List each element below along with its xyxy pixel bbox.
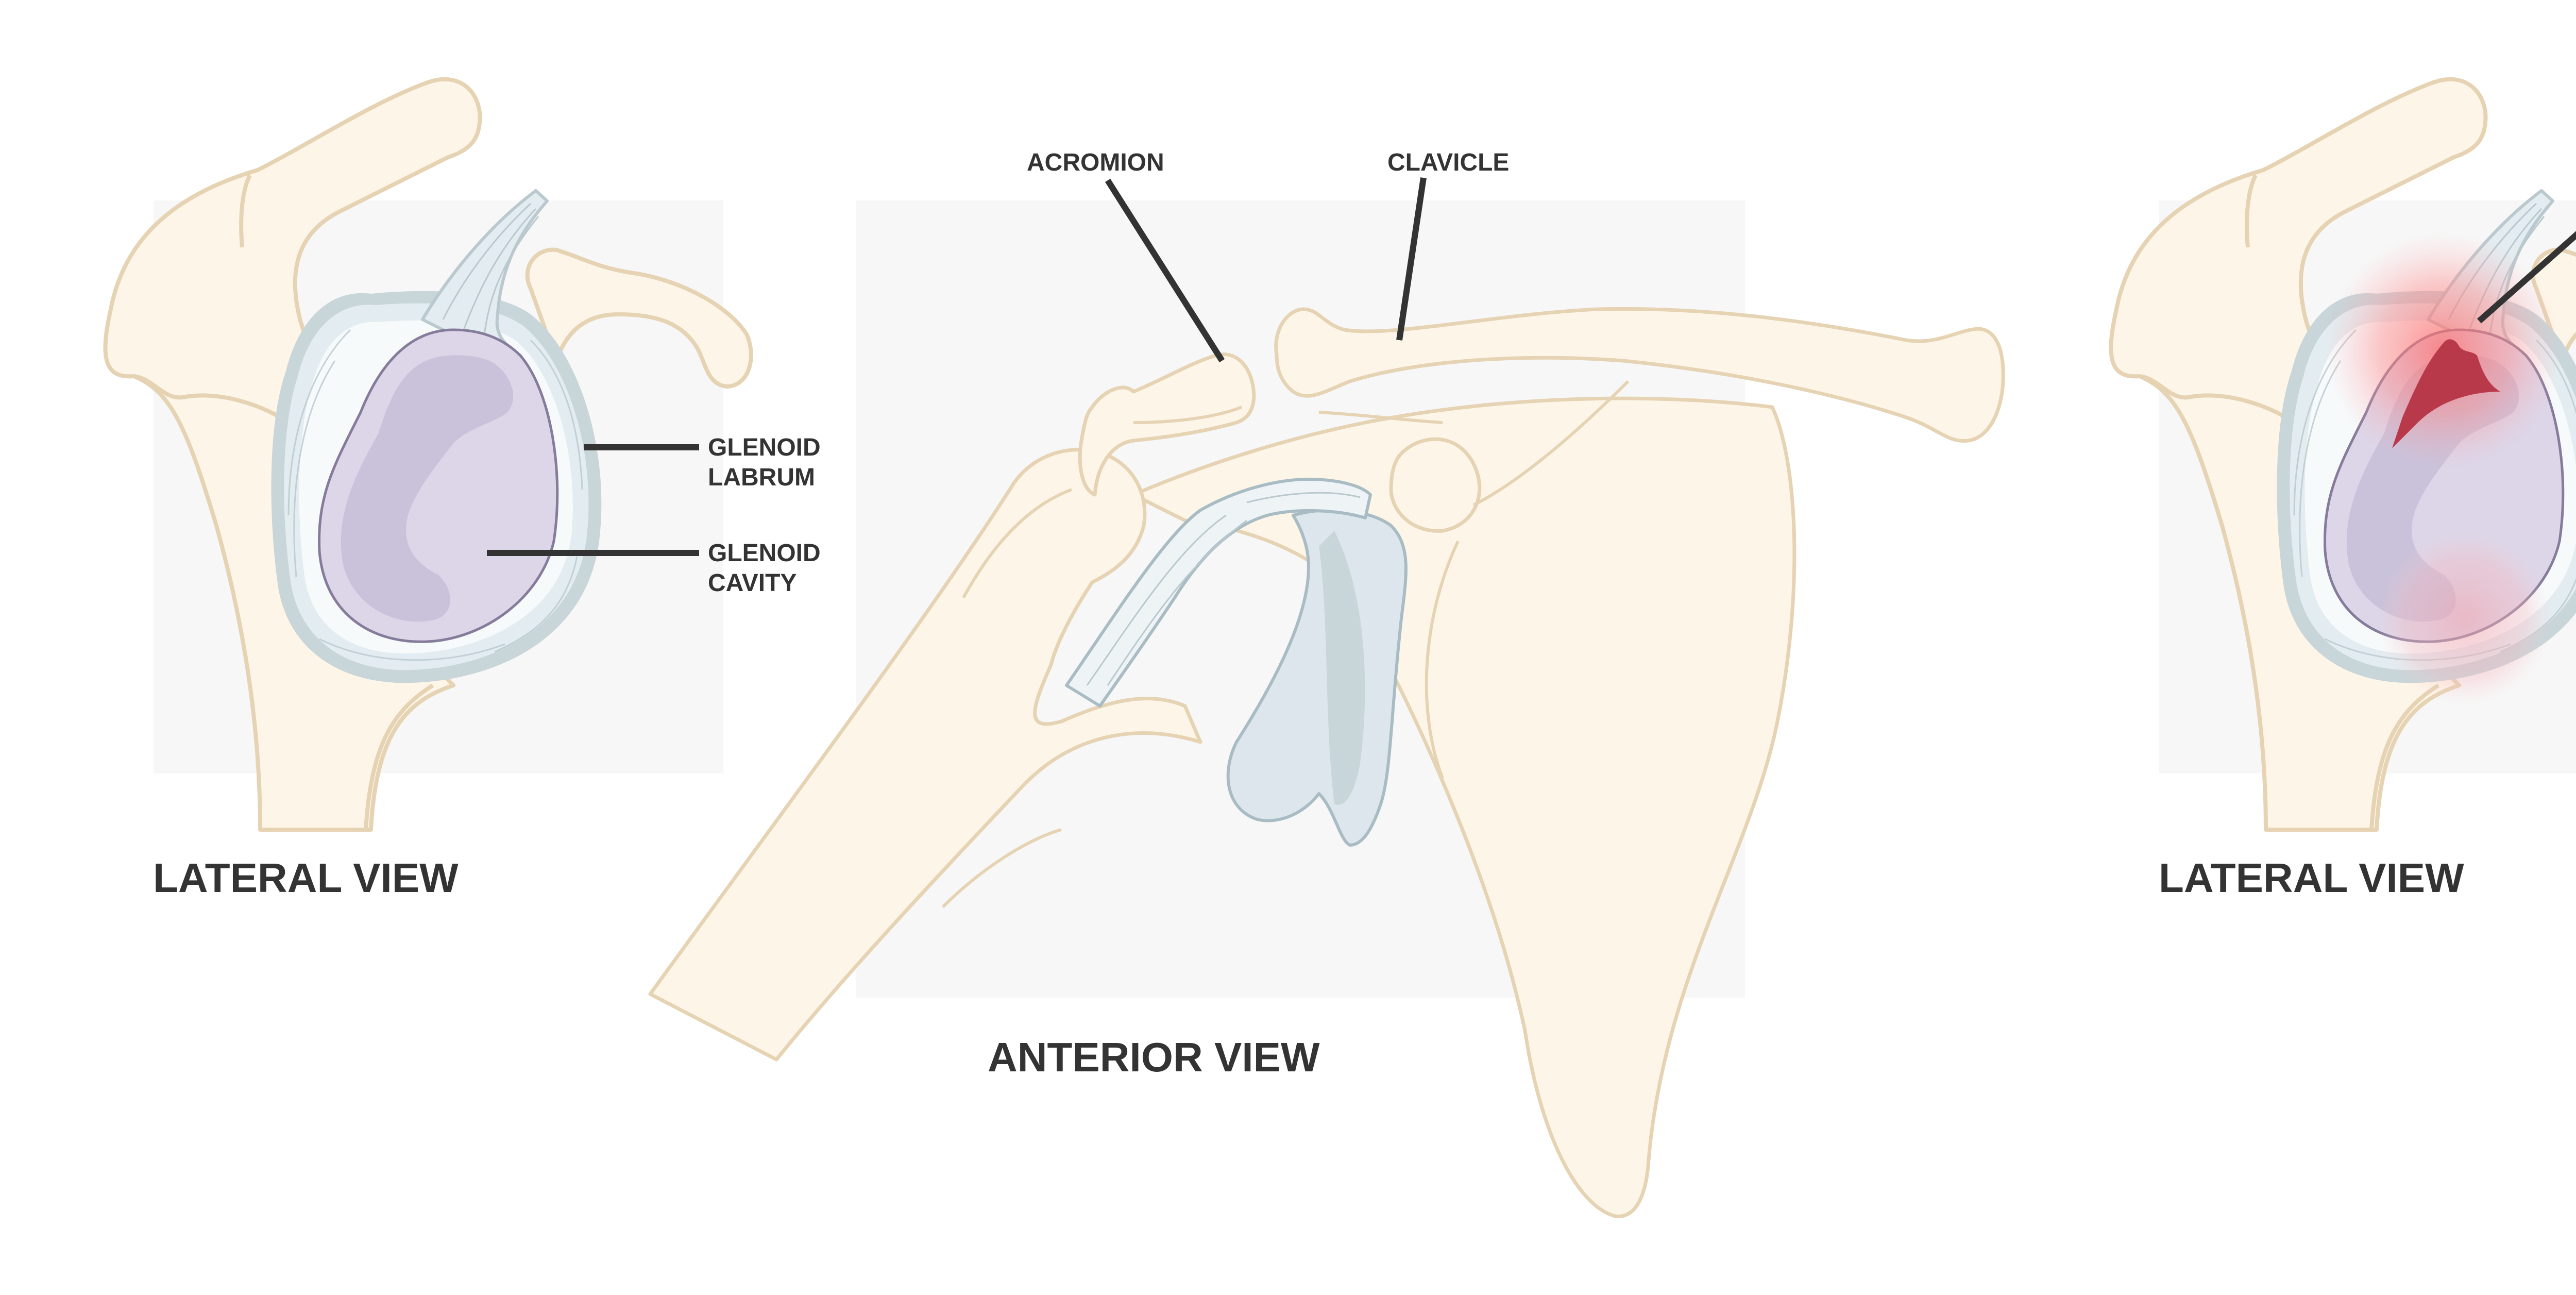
label-glenoid-labrum: GLENOID LABRUM (708, 433, 821, 493)
slap-lesion (2392, 339, 2500, 448)
leader-slap-lesion (2477, 231, 2576, 324)
label-glenoid-cavity-line1: GLENOID (708, 540, 821, 567)
label-clavicle-normal: CLAVICLE (1387, 149, 1510, 176)
label-glenoid-labrum-line2: LABRUM (708, 464, 815, 491)
view-label-lateral-injured: LATERAL VIEW (2159, 855, 2464, 901)
inflammation-glow-lower (2377, 531, 2552, 706)
label-glenoid-cavity-line2: CAVITY (708, 569, 797, 597)
label-glenoid-labrum-line1: GLENOID (708, 434, 821, 461)
view-label-lateral-normal: LATERAL VIEW (153, 855, 459, 901)
label-glenoid-cavity: GLENOID CAVITY (708, 539, 821, 598)
injured-lateral-illustration (2111, 79, 2576, 830)
leader-clavicle-normal (1396, 177, 1427, 341)
leader-acromion-normal (1105, 178, 1225, 363)
normal-lateral-illustration (105, 79, 751, 830)
view-label-anterior-normal: ANTERIOR VIEW (988, 1034, 1320, 1080)
normal-anterior-illustration (650, 200, 2003, 1216)
label-acromion-normal: ACROMION (1027, 149, 1164, 176)
